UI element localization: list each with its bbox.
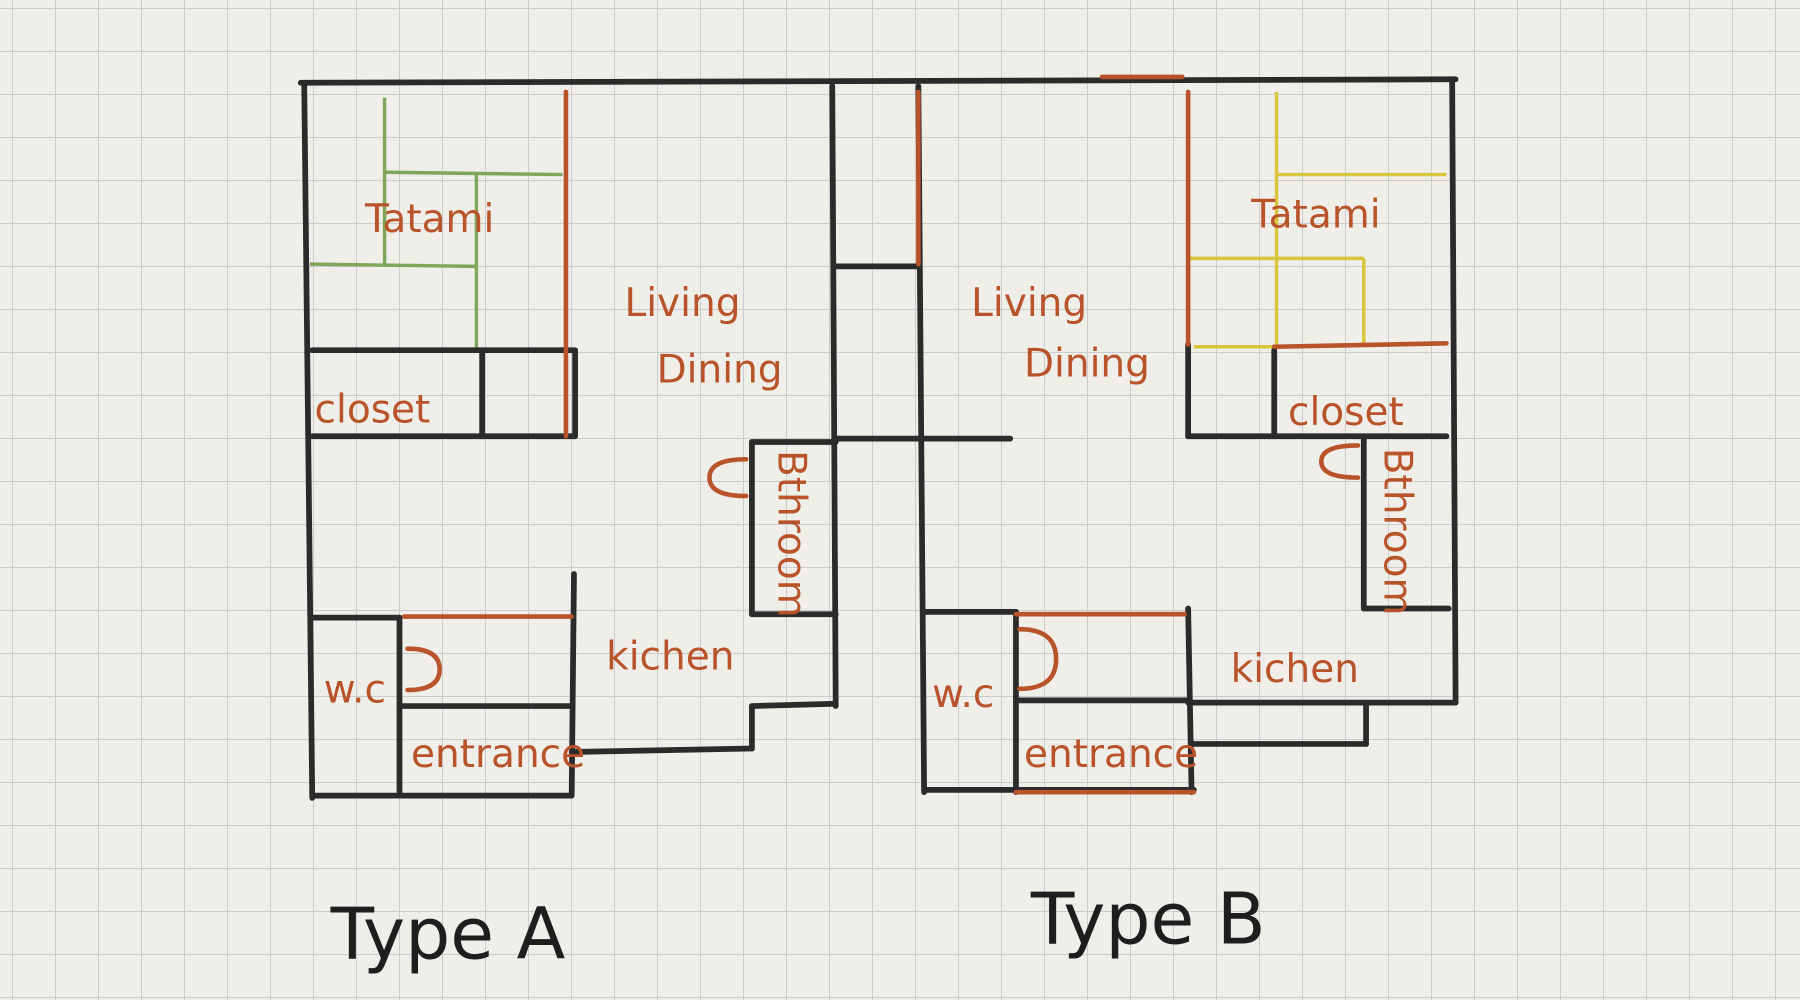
type-b-tatami-grid (1188, 91, 1447, 349)
type-a-plan: Tatami Living Dining closet Bthroom kich… (297, 76, 1459, 976)
type-b-caption: Type B (1030, 878, 1266, 961)
type-b-walls (921, 77, 1459, 796)
type-a-kitchen-label: kichen (606, 634, 734, 679)
type-a-walls (297, 76, 1459, 801)
type-a-tatami-label: Tatami (364, 197, 494, 242)
type-b-doors (1013, 74, 1449, 795)
type-b-wc-label: w.c (932, 672, 994, 717)
type-a-wc-label: w.c (324, 668, 386, 713)
type-a-living-label: Living (624, 281, 740, 326)
type-a-bathroom-label: Bthroom (768, 450, 813, 618)
type-a-doors (401, 89, 749, 693)
type-b-plan: Tatami Living Dining closet Bthroom kich… (921, 74, 1459, 961)
type-b-tatami-label: Tatami (1250, 192, 1380, 237)
type-b-bathroom-label: Bthroom (1374, 448, 1419, 616)
type-a-entrance-label: entrance (411, 732, 585, 777)
type-a-dining-label: Dining (657, 347, 783, 392)
type-b-kitchen-label: kichen (1231, 647, 1359, 692)
type-b-closet-label: closet (1288, 390, 1404, 435)
type-b-entrance-label: entrance (1024, 732, 1198, 777)
corridor (832, 83, 1014, 796)
type-b-living-label: Living (971, 281, 1087, 326)
type-a-closet-label: closet (315, 388, 431, 433)
type-b-dining-label: Dining (1024, 342, 1150, 387)
type-a-caption: Type A (330, 893, 566, 976)
